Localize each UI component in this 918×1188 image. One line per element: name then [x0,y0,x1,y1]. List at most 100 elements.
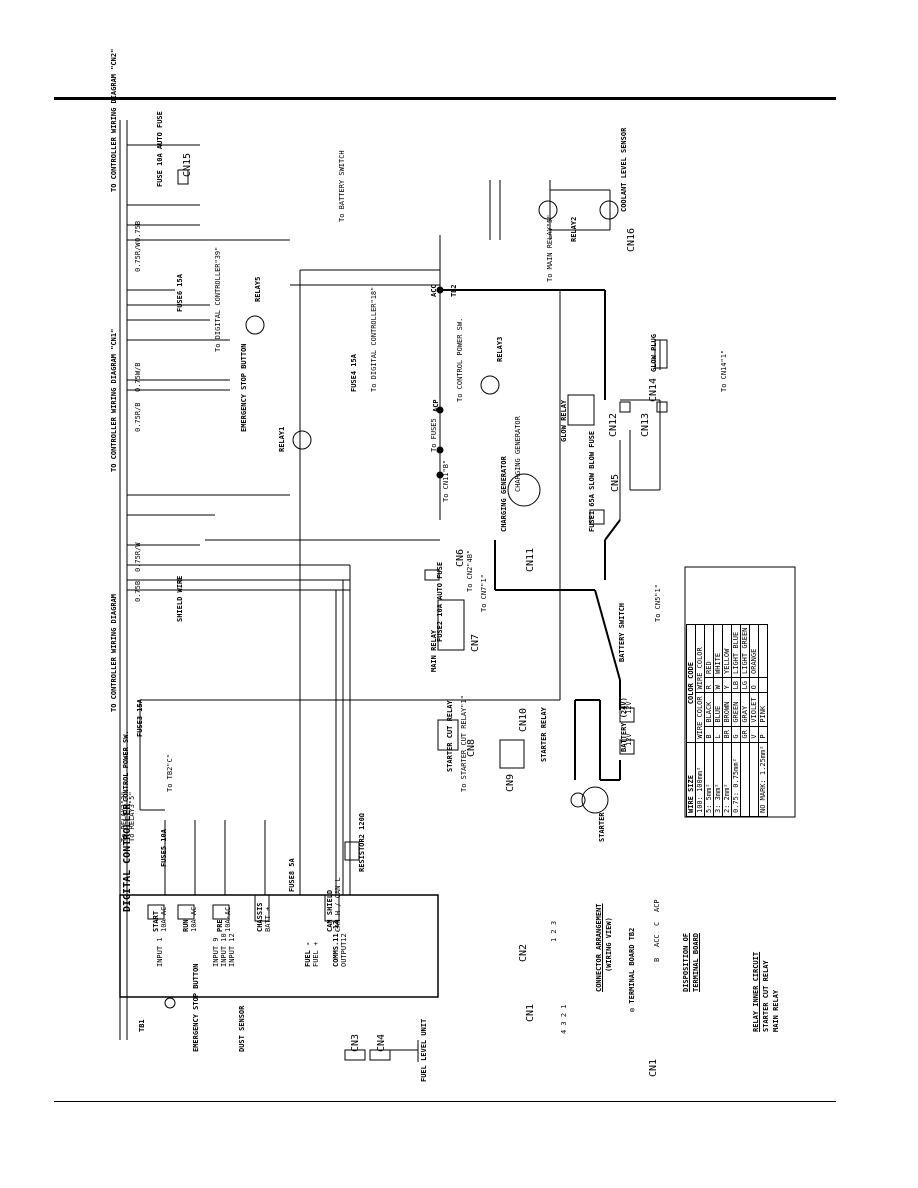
cn4-box [369,1049,391,1061]
starter-motor [570,792,586,808]
controller-output-comms: COMMS.11,12 [332,920,340,967]
legend-frame [684,566,796,818]
charging-generator [507,473,541,507]
color-name: GRAY [740,692,750,727]
fuse10-label: FUSE 10A AUTO FUSE [156,111,164,187]
wire-label: 0.75B [134,580,142,602]
cn1-label: CN1 [648,1058,659,1077]
chassis-connector [254,894,270,922]
controller-output-chassis: CHASSIS [256,902,264,932]
relay1-label: RELAY1 [278,426,286,452]
relay-inner-title: RELAY INNER CIRCUIT [752,951,760,1032]
cn10-label: CN10 [518,707,529,732]
color-code: BR [722,726,732,743]
glow-plug-box [654,339,668,369]
color-header: WIRE COLOR [695,624,705,693]
color-name: ORANGE [749,624,759,678]
color-code: W [713,677,723,693]
relay3-coil [480,375,500,395]
color-name: GREEN [731,692,741,727]
note: To CN5"1" [654,584,662,622]
tb2-acc [436,286,444,294]
relay-inner-line2: MAIN RELAY [772,989,780,1032]
note: To CN7"1" [480,574,488,612]
starter-cut-relay-box [437,719,459,751]
color-name: VIOLET [749,692,759,727]
controller-output-run-sub: 10A-AC [190,906,198,932]
emergency-stop-label: EMERGENCY STOP BUTTON [192,963,200,1052]
cn2-label: CN2 [518,943,529,962]
main-relay-label: MAIN RELAY [430,629,438,672]
note: To RELAY3"5" [128,791,136,842]
wire-size-row [740,742,750,817]
shield-wire-label: SHIELD WIRE [176,575,184,622]
wire-label: 0.75R/W [134,542,142,572]
color-name: LIGHT BLUE [731,624,741,678]
cn5-box [589,509,605,525]
top-rule [54,97,836,100]
note: To TB2"C" [166,754,174,792]
fuse4-label: FUSE4 15A [350,354,358,392]
cn13-label: CN13 [640,412,651,437]
battery-cell [619,707,635,723]
controller-input: INPUT 12 [228,933,236,967]
color-name: WHITE [713,624,723,678]
controller-output-fuel-sub: FUEL + [312,941,320,967]
relay2-coil [538,200,558,220]
color-name: LIGHT GREEN [740,624,750,678]
color-code: V [749,726,759,743]
tb1-terminal [164,997,176,1009]
controller-box [119,894,439,998]
controller-output-comms-sub: OUTPUT12 [340,933,348,967]
tb2-c [436,446,444,454]
emergency-stop-button-label: EMERGENCY STOP BUTTON [240,343,248,432]
edge-label-plain: TO CONTROLLER WIRING DIAGRAM [110,593,118,712]
color-name: BLACK [704,692,714,727]
cn14-box [619,401,631,413]
cn1-arrangement-pins: 4 3 2 1 [560,1004,568,1034]
wire-size-row: NO MARK: 1.25mm² [758,742,768,817]
wire [594,589,621,681]
fuse8-label: FUSE8 5A [288,858,296,892]
connector-arrangement-title: CONNECTOR ARRANGEMENT [595,903,603,992]
run-relay-box [177,904,195,920]
note: To DIGITAL CONTROLLER"18" [370,286,378,392]
start-relay-box [147,904,165,920]
controller-output-start: START [152,910,160,932]
color-code: LB [731,677,741,693]
tb2-label: TB2 [450,284,458,297]
battery-cell-label: 12V [625,701,633,714]
wire-size-row: 5: 5mm² [704,742,714,817]
color-code: O [749,677,759,693]
color-name [758,624,768,678]
glow-relay-box [567,394,595,426]
fuse10-box [177,169,189,185]
cn6-label: CN6 [455,548,466,567]
fuse1-label: FUSE1 65A SLOW BLOW FUSE [588,430,596,532]
color-code: R [704,677,714,693]
note: To DIGITAL CONTROLLER"39" [214,246,222,352]
glow-plug-label: GLOW PLUG [650,334,658,372]
cn3-box [344,1049,366,1061]
wire [604,519,621,541]
starter-label: STARTER [598,812,606,842]
color-code: B [704,726,714,743]
dust-sensor-label: DUST SENSOR [238,1005,246,1052]
note: To RELAY3"3" [120,791,128,842]
wire-label: 0.75W/B [134,362,142,392]
acc-label: ACC [430,284,438,297]
starter-cut-relay-label: STARTER CUT RELAY [446,700,454,772]
color-name: PINK [758,692,768,727]
note: To FUSE5 [430,418,438,452]
note: To CONTROL POWER SW. [456,317,464,402]
wire-label: 0.75B [134,220,142,242]
tb1-label: TB1 [138,1019,146,1032]
relay5-coil [245,315,265,335]
controller-input: INPUT 1 [156,937,164,967]
color-code: L [713,726,723,743]
wire-size-row: 2: 2mm² [722,742,732,817]
note: To CN2"4B" [466,549,474,592]
edge-label-cn2: TO CONTROLLER WIRING DIAGRAM "CN2" [110,48,118,192]
fuse6-label: FUSE6 15A [176,274,184,312]
